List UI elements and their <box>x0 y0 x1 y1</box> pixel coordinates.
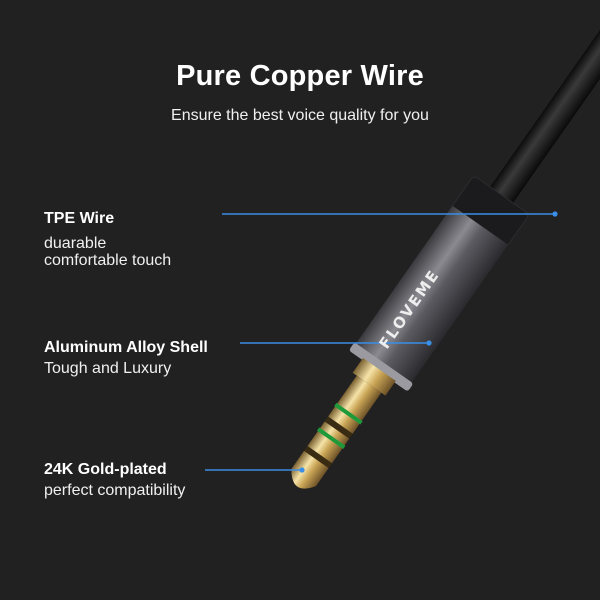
pointer-dot-shell <box>426 340 432 346</box>
feature-description: Tough and Luxury <box>44 360 172 377</box>
feature-aluminum-shell: Aluminum Alloy Shell Tough and Luxury <box>44 338 208 377</box>
cable <box>481 0 600 216</box>
gold-plug <box>328 375 382 434</box>
page-title: Pure Copper Wire <box>176 60 424 92</box>
page-subtitle: Ensure the best voice quality for you <box>171 107 429 124</box>
feature-tpe-wire: TPE Wire duarable comfortable touch <box>44 209 171 269</box>
feature-title: 24K Gold-plated <box>44 461 167 478</box>
feature-title: TPE Wire <box>44 210 115 227</box>
pointer-dot-tpe <box>552 211 558 217</box>
pointer-dot-gold <box>299 467 305 473</box>
aluminum-shell <box>354 205 509 385</box>
feature-gold-plated: 24K Gold-plated perfect compatibility <box>44 460 185 499</box>
feature-description: duarable comfortable touch <box>44 235 172 269</box>
feature-title: Aluminum Alloy Shell <box>44 339 208 356</box>
feature-description: perfect compatibility <box>44 482 186 499</box>
